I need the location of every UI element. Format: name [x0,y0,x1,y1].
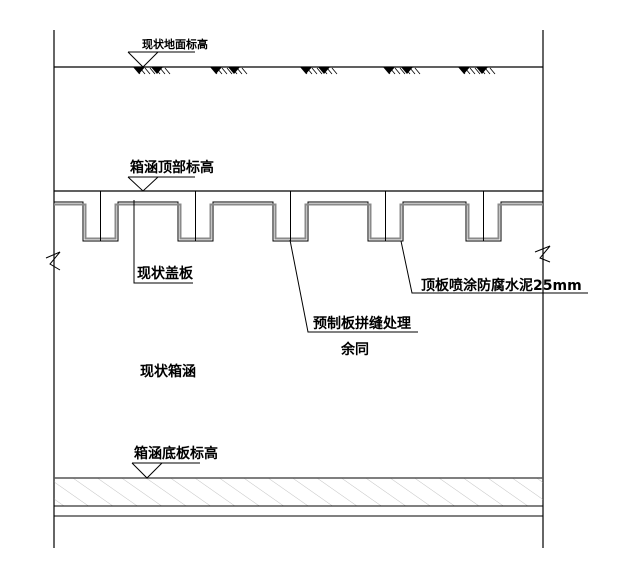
ground-hatch-symbol [300,67,338,75]
ground-hatch-symbol [210,67,248,75]
culvert-top-elevation-label: 箱涵顶部标高 [130,159,214,176]
existing-cover-slab-label: 现状盖板 [137,265,194,282]
joint-leader [289,239,418,333]
existing-culvert-label: 现状箱涵 [140,363,196,380]
ground-elevation-label: 现状地面标高 [142,37,208,51]
bottom-elevation-marker: 箱涵底板标高 [131,445,218,479]
left-break-symbol [45,251,61,271]
top-slab-coating-label: 顶板喷涂防腐水泥25mm [421,277,582,294]
ground-elevation-marker: 现状地面标高 [127,37,208,68]
top-elevation-marker: 箱涵顶部标高 [127,159,214,192]
right-break-symbol [534,245,551,263]
precast-joints [100,191,484,241]
cover-slab-leader [133,200,193,284]
bottom-slab-hatch [54,478,543,506]
top-slab-ribbed-underside [54,201,543,242]
coating-leader [400,240,588,294]
ground-hatch-symbol [458,67,496,75]
same-elsewhere-label: 余同 [340,341,369,358]
ground-hatch-symbol [383,67,421,75]
precast-joint-label: 预制板拼缝处理 [313,315,411,332]
ground-hatch-symbol [133,67,171,75]
culvert-bottom-elevation-label: 箱涵底板标高 [134,445,218,462]
ground-hatch-symbols [133,67,496,75]
anticorrosion-coating-layer [54,203,543,240]
